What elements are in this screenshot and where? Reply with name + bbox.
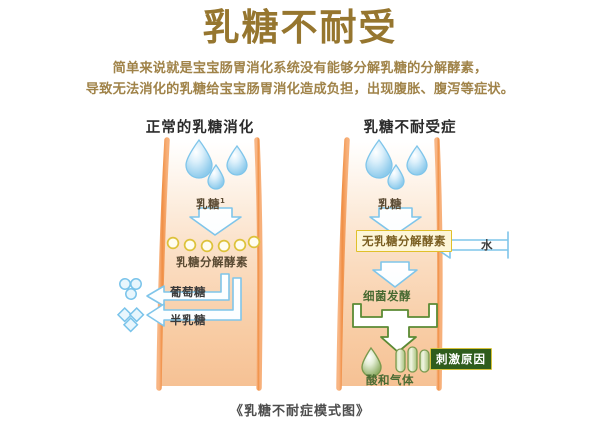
water-droplet-icon [406, 144, 428, 176]
acid-droplet-icon [361, 346, 382, 378]
lactase-enzyme-circles [166, 235, 261, 253]
galactose-label: 半乳糖 [170, 313, 206, 327]
right-intestine-wall-left [336, 137, 350, 391]
right-panel-heading: 乳糖不耐受症 [363, 120, 457, 136]
lactase-circle [233, 238, 247, 252]
right-lactose-down-arrow [369, 207, 422, 236]
left-intestine-wall-left [156, 137, 170, 391]
gas-capsule-icon [419, 349, 430, 373]
left-breakdown-arrow [146, 273, 242, 327]
lactase-enzyme-label: 乳糖分解酵素 [176, 255, 248, 269]
glucose-label: 葡萄糖 [170, 285, 206, 299]
left-panel-heading: 正常的乳糖消化 [145, 120, 255, 136]
right-droplet-group [365, 138, 428, 190]
glucose-molecule-icon [119, 278, 142, 300]
right-second-down-arrow [372, 261, 418, 288]
right-lactose-label: 乳糖 [378, 197, 402, 211]
fermentation-fork-arrow [352, 303, 438, 353]
water-droplet-icon [207, 163, 225, 190]
lactase-circle [217, 239, 231, 253]
left-intestine-lumen [160, 142, 258, 386]
lactase-circle [166, 236, 180, 250]
figure-caption: 《乳糖不耐症模式图》 [229, 404, 370, 419]
bacterial-fermentation-label: 细菌发酵 [363, 289, 411, 303]
lactase-circle [183, 238, 197, 252]
glucose-arrow [146, 273, 230, 307]
left-intestine-wall-right [254, 137, 263, 391]
left-lactose-superscript: 1 [220, 197, 226, 206]
page-title: 乳糖不耐受 [202, 6, 398, 49]
left-droplet-group [185, 138, 248, 190]
water-droplet-icon [226, 144, 248, 176]
left-lactose-label: 乳糖1 [196, 196, 225, 212]
gas-capsule-icon [395, 348, 406, 373]
water-droplet-icon [185, 138, 213, 179]
no-lactase-box: 无乳糖分解酵素 [356, 230, 452, 252]
left-intestine-group [156, 137, 263, 391]
galactose-arrow [146, 277, 242, 327]
water-droplet-icon [365, 138, 393, 179]
water-label: 水 [481, 238, 493, 252]
lactase-circle [247, 235, 261, 249]
trigger-cause-box: 刺激原因 [430, 348, 492, 370]
left-lactose-down-arrow [189, 207, 242, 236]
galactose-molecule-icon [116, 306, 145, 333]
subtitle-line-1: 简单来说就是宝宝肠胃消化系统没有能够分解乳糖的分解酵素， [112, 61, 488, 76]
water-droplet-icon [387, 163, 405, 190]
acid-and-gas-label: 酸和气体 [366, 373, 414, 387]
lactase-circle [200, 239, 214, 253]
left-lactose-text: 乳糖 [196, 197, 220, 211]
subtitle-line-2: 导致无法消化的乳糖给宝宝肠胃消化造成负担，出现腹胀、腹泻等症状。 [85, 82, 515, 97]
gas-capsule-group [395, 346, 430, 373]
gas-capsule-icon [407, 346, 418, 373]
page-subtitle: 简单来说就是宝宝肠胃消化系统没有能够分解乳糖的分解酵素， 导致无法消化的乳糖给宝… [60, 58, 540, 100]
